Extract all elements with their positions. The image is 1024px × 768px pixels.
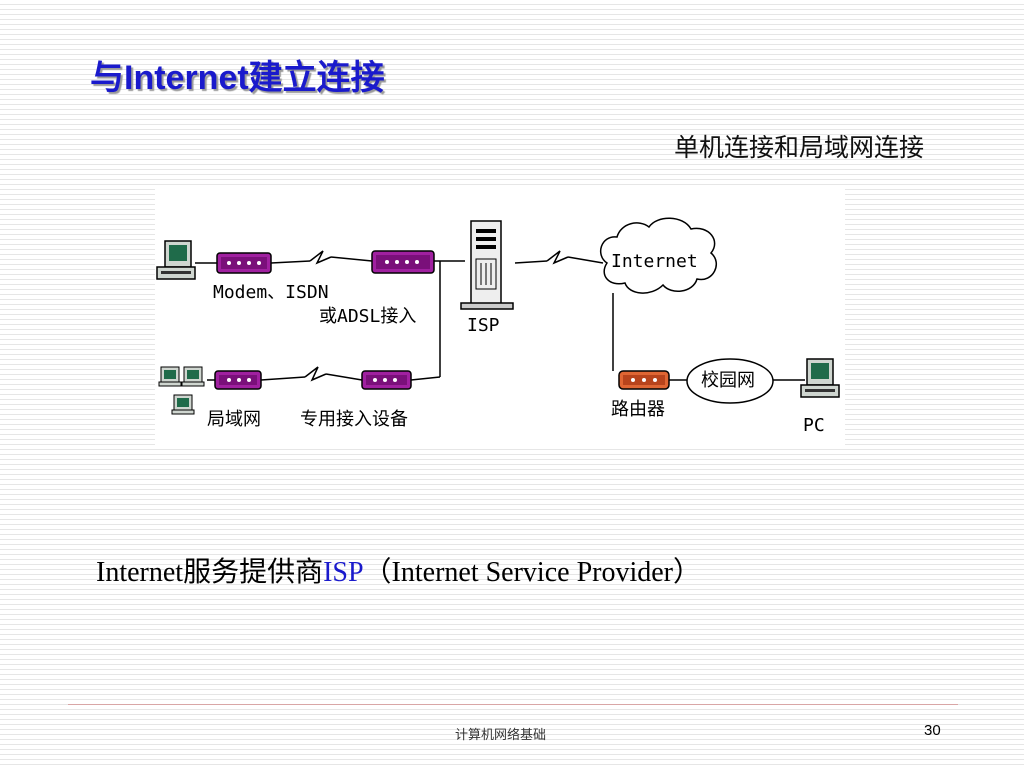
- isp-acronym: ISP: [323, 557, 364, 588]
- lan-computers-icon: [158, 366, 205, 415]
- internet-cloud-icon: [599, 217, 717, 294]
- label-internet: Internet: [611, 251, 698, 272]
- dedicated-access-device-icon: [361, 370, 412, 390]
- footer-divider: [68, 704, 958, 705]
- lan-access-device-icon: [214, 370, 262, 390]
- label-campus-network: 校园网: [701, 370, 755, 391]
- slide-title: 与Internet建立连接: [90, 59, 385, 97]
- pc-icon-campus: [800, 358, 840, 398]
- link-modem-zigzag: [270, 260, 311, 264]
- link-dedicated-trunk: [410, 376, 441, 381]
- label-lan: 局域网: [207, 409, 261, 430]
- label-modem-isdn: Modem、ISDN: [213, 282, 329, 303]
- isp-server-icon: [460, 220, 514, 310]
- network-diagram: Modem、ISDN 或ADSL接入 ISP Internet 局域网 专用接入…: [155, 185, 845, 447]
- label-router: 路由器: [611, 399, 665, 420]
- isp-definition-suffix: （Internet Service Provider）: [363, 557, 701, 588]
- label-pc: PC: [803, 415, 825, 436]
- link-lan-zigzag: [304, 366, 327, 382]
- pc-icon-dialup: [156, 240, 196, 280]
- page-number: 30: [924, 722, 941, 739]
- router-icon: [618, 370, 670, 390]
- diagram-subtitle: 单机连接和局域网连接: [673, 133, 924, 162]
- link-isp-internet-zigzag: [546, 250, 569, 265]
- isp-definition: Internet服务提供商ISP（Internet Service Provid…: [96, 550, 701, 590]
- campus-network-ellipse: [686, 358, 774, 404]
- footer-course-name: 计算机网络基础: [455, 728, 547, 743]
- label-adsl-access: 或ADSL接入: [319, 306, 417, 327]
- label-dedicated-device: 专用接入设备: [300, 409, 408, 430]
- link-dialup-zigzag: [309, 250, 332, 265]
- link-dedicated-zigzag: [260, 376, 306, 381]
- label-isp: ISP: [467, 315, 500, 336]
- link-isp-internet-a: [514, 260, 548, 264]
- link-isp-internet-b: [567, 256, 604, 264]
- link-zigzag-dedicated: [325, 373, 363, 381]
- adsl-device-icon: [371, 250, 435, 274]
- isp-definition-prefix: Internet服务提供商: [96, 557, 324, 588]
- link-zigzag-adsl: [330, 256, 373, 262]
- modem-device-icon: [216, 252, 272, 274]
